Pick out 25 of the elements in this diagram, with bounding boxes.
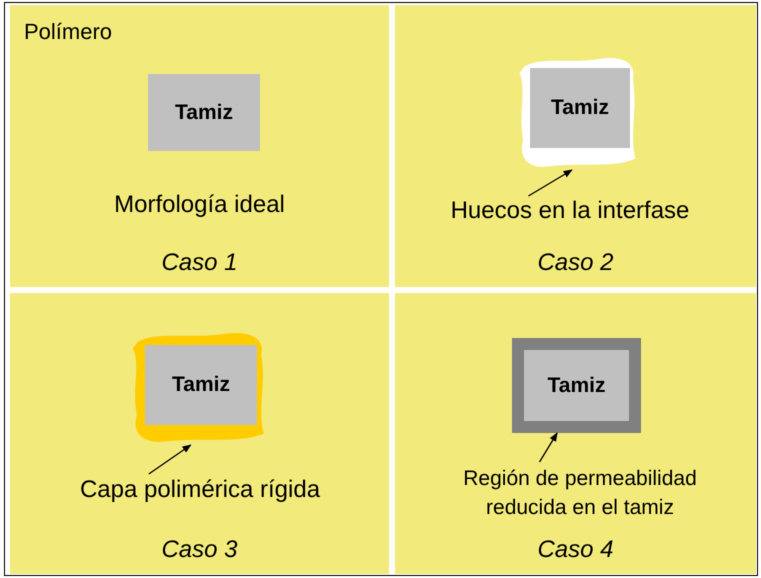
leader-line — [538, 432, 558, 462]
case-label: Caso 2 — [536, 249, 615, 277]
sieve-block — [524, 350, 629, 421]
leader-line — [148, 444, 192, 475]
panel — [395, 293, 756, 574]
leader-line — [528, 169, 573, 197]
annotation-text: Huecos en la interfase — [450, 196, 690, 226]
panel — [395, 5, 756, 287]
sieve-label: Tamiz — [172, 373, 230, 397]
material-label: Polímero — [24, 19, 114, 45]
panel-label: Morfología ideal — [113, 191, 286, 219]
case-label: Caso 1 — [160, 249, 239, 277]
sieve-label: Tamiz — [551, 96, 609, 120]
sieve-block — [145, 345, 257, 425]
case-label: Caso 4 — [536, 536, 615, 564]
panel — [10, 5, 389, 287]
annotation-text: Región de permeabilidad reducida en el tamiz — [462, 466, 698, 521]
sieve-block — [530, 68, 630, 148]
annotation-text: Capa polimérica rígida — [80, 475, 320, 506]
sieve-label: Tamiz — [175, 100, 233, 124]
sieve-label: Tamiz — [548, 374, 606, 398]
case-label: Caso 3 — [160, 536, 239, 564]
panel — [10, 293, 389, 574]
frame-region — [512, 338, 641, 433]
sieve-block — [148, 74, 260, 151]
